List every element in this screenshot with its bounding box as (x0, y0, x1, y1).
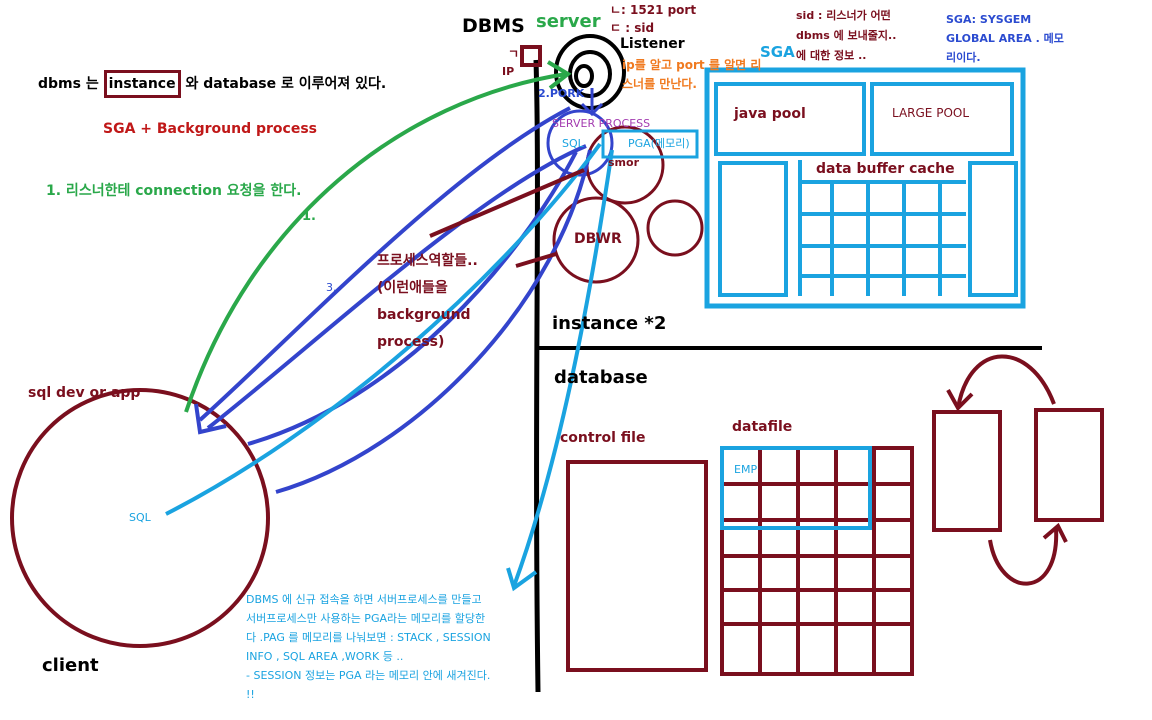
datafile-label: datafile (732, 419, 793, 435)
pga-to-footnote-arrowhead (506, 567, 538, 592)
swap-arrow-bottom (988, 527, 1059, 586)
swap-box-left (932, 410, 1002, 532)
step1-short: 1. (302, 209, 316, 224)
dbwr-label: DBWR (574, 231, 622, 247)
pga-to-footnote-arrow (512, 149, 614, 587)
ip-box (520, 45, 542, 67)
client-sql-label: SQL (129, 511, 151, 524)
intro-suffix: 와 database 로 이루어져 있다. (185, 76, 387, 92)
small-process-circle (646, 199, 704, 257)
listener-label: Listener (620, 36, 685, 52)
control-file-label: control file (560, 430, 646, 446)
client-label: client (42, 655, 99, 676)
instance-label: instance *2 (552, 313, 667, 334)
sga-note: SGA: SYSGEM GLOBAL AREA . 메모 리이다. (946, 13, 1064, 64)
ip-label: IP (502, 65, 515, 78)
buffer-left-box (718, 161, 788, 297)
sid-description: sid : 리스너가 어떤 dbms 에 보내줄지.. 에 대한 정보 .. (796, 9, 897, 62)
step3-label: 3. (326, 281, 337, 294)
large-pool-label: LARGE POOL (892, 106, 970, 120)
process-roles-pointer-2 (515, 252, 557, 268)
database-label: database (554, 367, 648, 388)
emp-label: EMP (734, 463, 758, 476)
java-pool-label: java pool (734, 106, 806, 122)
process-roles-pointer-1 (429, 168, 585, 238)
server-sql-label: SQL (562, 137, 584, 150)
connection-request-arrowhead (546, 60, 572, 90)
swap-arrow-bottom-head (1042, 522, 1068, 543)
large-pool-box (870, 82, 1014, 156)
control-file-box (566, 460, 708, 672)
pga-label: PGA(메모리) (628, 137, 690, 150)
datafile-grid (720, 446, 914, 676)
client-circle (10, 388, 270, 648)
java-pool-box (714, 82, 866, 156)
sql-request-arrow (165, 142, 602, 516)
pga-box (601, 129, 699, 159)
dbms-label: DBMS (462, 15, 525, 37)
sga-label: SGA (760, 43, 795, 61)
connection-request-arrow (184, 72, 567, 413)
step1-text: 1. 리스너한테 connection 요청을 한다. (46, 183, 302, 199)
sid-note: ㄷ : sid (610, 21, 655, 35)
swap-arrow-top (956, 354, 1056, 409)
bracket-mark: ㄱ (508, 47, 520, 61)
intro-prefix: dbms 는 (38, 76, 99, 92)
pga-footnote: DBMS 에 신규 접속을 하면 서버프로세스를 만들고 서버프로세스만 사용하… (246, 593, 491, 701)
server-label: server (536, 11, 601, 32)
sga-background-process: SGA + Background process (103, 121, 317, 137)
smor-label: smor (608, 156, 639, 169)
client-app-label: sql dev or app (28, 385, 141, 401)
fork-arrow-3 (247, 151, 578, 446)
server-divider-line (533, 59, 541, 693)
fork-arrow-1 (198, 106, 571, 422)
buffer-right-box (968, 161, 1018, 297)
emp-highlight-box (720, 446, 872, 530)
buffer-cache-grid (798, 160, 966, 296)
fork-arrow-1-head (194, 403, 227, 435)
process-roles-note: 프로세스역할들.. (이런애들을 background process) (377, 253, 478, 350)
instance-word: instance (103, 70, 181, 98)
swap-box-right (1034, 408, 1104, 522)
intro-line: dbms 는 instance 와 database 로 이루어져 있다. (38, 70, 387, 98)
dbwr-circle (552, 196, 640, 284)
fork-arrow-4 (275, 149, 592, 494)
server-process-label: SERVER PROCESS (552, 117, 651, 130)
swap-arrow-top-head (946, 389, 974, 412)
sga-box (704, 67, 1026, 309)
pork-label: 2.PORK (538, 87, 585, 100)
server-process-circle (546, 109, 614, 177)
port-note: ㄴ: 1521 port (610, 3, 697, 17)
listener-note: ip를 알고 port 를 알면 리 스너를 만난다. (622, 58, 762, 91)
fork-arrow-2 (206, 144, 587, 430)
buffer-cache-label: data buffer cache (814, 161, 957, 178)
